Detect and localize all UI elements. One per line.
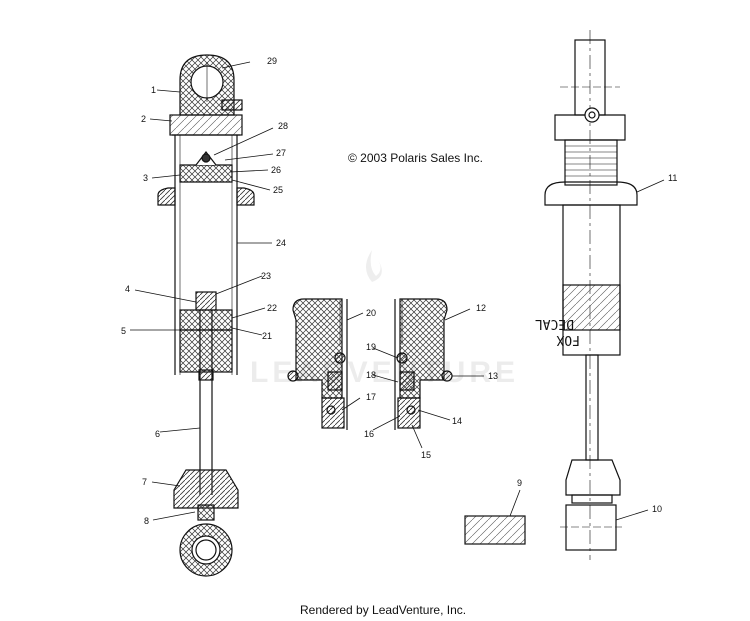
callout-15: 15 bbox=[421, 450, 431, 460]
callout-29: 29 bbox=[267, 56, 277, 66]
callout-2: 2 bbox=[141, 114, 146, 124]
leader-lines bbox=[130, 61, 665, 521]
callout-18: 18 bbox=[366, 370, 376, 380]
copyright-text: © 2003 Polaris Sales Inc. bbox=[348, 151, 483, 165]
right-shock-exterior bbox=[544, 30, 638, 560]
item-9-bushing bbox=[464, 515, 526, 545]
callout-21: 21 bbox=[262, 331, 272, 341]
callout-16: 16 bbox=[364, 429, 374, 439]
callout-11: 11 bbox=[668, 173, 677, 183]
callout-8: 8 bbox=[144, 516, 149, 526]
callout-4: 4 bbox=[125, 284, 130, 294]
callout-24: 24 bbox=[276, 238, 286, 248]
callout-13: 13 bbox=[488, 371, 498, 381]
callout-27: 27 bbox=[276, 148, 286, 158]
callout-7: 7 bbox=[142, 477, 147, 487]
callout-14: 14 bbox=[452, 416, 462, 426]
seal-head-detail bbox=[287, 298, 453, 430]
callout-5: 5 bbox=[121, 326, 126, 336]
callout-28: 28 bbox=[278, 121, 288, 131]
callout-20: 20 bbox=[366, 308, 376, 318]
callout-26: 26 bbox=[271, 165, 281, 175]
callout-6: 6 bbox=[155, 429, 160, 439]
callout-10: 10 bbox=[652, 504, 662, 514]
callout-1: 1 bbox=[151, 85, 156, 95]
callout-22: 22 bbox=[267, 303, 277, 313]
callout-3: 3 bbox=[143, 173, 148, 183]
left-shock-cutaway bbox=[157, 54, 255, 577]
decal-text-top: DECAL bbox=[535, 316, 574, 331]
callout-17: 17 bbox=[366, 392, 376, 402]
decal-text-bottom: FOX bbox=[556, 332, 580, 347]
callout-23: 23 bbox=[261, 271, 271, 281]
watermark: LEADVENTURE bbox=[250, 250, 515, 389]
callout-12: 12 bbox=[476, 303, 486, 313]
callout-19: 19 bbox=[366, 342, 376, 352]
callout-labels: 1 2 3 4 5 6 7 8 9 10 11 12 13 14 15 16 1… bbox=[121, 56, 677, 526]
callout-9: 9 bbox=[517, 478, 522, 488]
rendered-by-footer: Rendered by LeadVenture, Inc. bbox=[300, 603, 466, 617]
callout-25: 25 bbox=[273, 185, 283, 195]
